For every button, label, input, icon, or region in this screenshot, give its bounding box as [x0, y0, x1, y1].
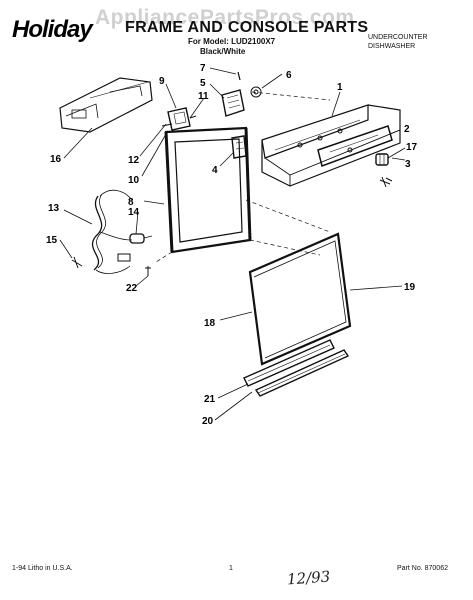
callout-15: 15: [46, 235, 58, 246]
callout-3: 3: [405, 159, 411, 170]
wire-harness: [91, 189, 133, 274]
callout-5: 5: [200, 78, 206, 89]
door-frame: [164, 126, 252, 254]
callout-14: 14: [128, 207, 140, 218]
thermal-fuse: [129, 233, 153, 244]
console-overlay: [317, 125, 393, 167]
callout-18: 18: [204, 318, 216, 329]
callout-19: 19: [404, 282, 416, 293]
harness-screw: [71, 256, 83, 269]
alignment-lines: [155, 91, 331, 263]
door-panel: [248, 232, 352, 366]
handwritten-date: 12/93: [286, 567, 331, 589]
model-number: For Model: LUD2100X7: [188, 37, 276, 46]
callout-12: 12: [128, 155, 140, 166]
callout-1: 1: [337, 82, 343, 93]
callout-9: 9: [159, 76, 165, 87]
callout-7: 7: [200, 63, 206, 74]
part-number: Part No. 870062: [397, 565, 448, 572]
latch-strike: [161, 107, 197, 131]
vent-assembly: [59, 77, 153, 133]
callout-11: 11: [198, 91, 209, 102]
callout-6: 6: [286, 70, 292, 81]
door-latch: [221, 71, 262, 117]
door-switch: [231, 135, 247, 159]
page-title: FRAME AND CONSOLE PARTS: [125, 19, 369, 36]
control-knob: [375, 153, 389, 166]
frame-screw: [145, 266, 151, 276]
brand-logo: Holiday: [12, 16, 93, 43]
page-number: 1: [229, 565, 233, 572]
callout-2: 2: [404, 124, 410, 135]
callout-10: 10: [128, 175, 140, 186]
callout-21: 21: [204, 394, 216, 405]
watermark: AppliancePartsPros.com: [95, 6, 355, 29]
color-variant: Black/White: [200, 47, 246, 56]
callout-13: 13: [48, 203, 60, 214]
callout-20: 20: [202, 416, 214, 427]
trim-strip-upper: [243, 339, 335, 387]
trim-strip-lower: [254, 349, 350, 397]
callout-8: 8: [128, 197, 134, 208]
callout-16: 16: [50, 154, 62, 165]
callout-4: 4: [212, 165, 218, 176]
callout-22: 22: [126, 283, 138, 294]
appliance-type: UNDERCOUNTER DISHWASHER: [368, 34, 428, 50]
console-screw: [379, 176, 393, 188]
console-panel: [261, 104, 401, 187]
leader-lines: [59, 67, 406, 421]
print-info: 1-94 Litho in U.S.A.: [12, 565, 73, 572]
callout-17: 17: [406, 142, 418, 153]
